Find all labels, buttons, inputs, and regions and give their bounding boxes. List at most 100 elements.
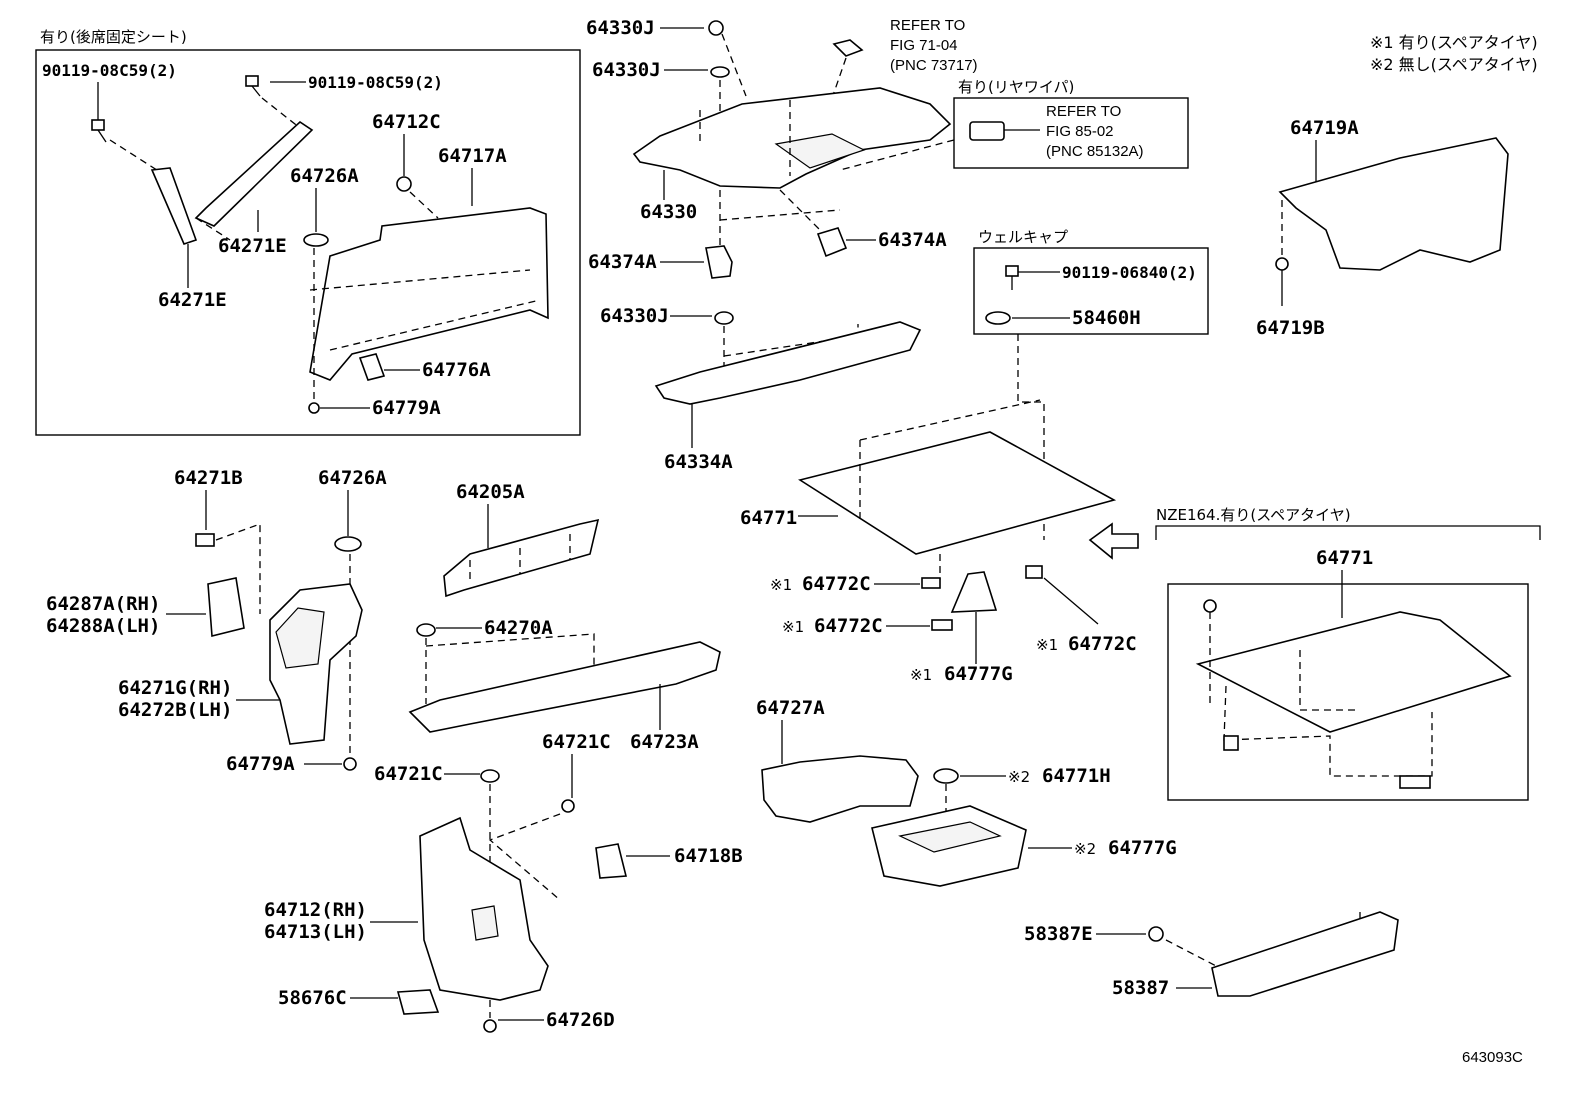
part-ref-fig85 <box>969 121 1005 141</box>
label-64726d: 64726D <box>546 1009 615 1031</box>
nze164-caption: NZE164.有り(スペアタイヤ) <box>1156 506 1351 524</box>
clip-64776a <box>358 353 386 381</box>
label-64772c-a: 64772C <box>802 573 871 595</box>
floor-mat-64771 <box>798 431 1117 555</box>
clip-64330j-c <box>714 311 734 325</box>
label-64726a-mid: 64726A <box>318 467 387 489</box>
pad-nze-b <box>1399 775 1431 789</box>
bolt-90119-06840 <box>1005 265 1019 290</box>
clip-64721c-a <box>561 799 575 813</box>
label-64271g: 64271G(RH) <box>118 677 232 699</box>
deck-board-64334a <box>654 321 922 405</box>
label-64374a-l: 64374A <box>588 251 657 273</box>
back-door-trim-64719a <box>1278 137 1509 271</box>
label-90119-08c59-a: 90119-08C59(2) <box>42 61 177 80</box>
label-64712c: 64712C <box>372 111 441 133</box>
label-90119-08c59-b: 90119-08C59(2) <box>308 73 443 92</box>
panel-64205a <box>443 518 600 598</box>
trunk-floor-64771-nze <box>1195 611 1512 777</box>
label-58676c: 58676C <box>278 987 347 1009</box>
label-64779a-mid: 64779A <box>226 753 295 775</box>
bracket-64374a-l <box>705 245 733 279</box>
box-fixed-seat-caption: 有り(後席固定シート) <box>40 28 187 46</box>
label-90119-06840: 90119-06840(2) <box>1062 263 1197 282</box>
label-64270a: 64270A <box>484 617 553 639</box>
cover-64287a <box>207 577 245 638</box>
mark2-a: ※2 <box>1008 768 1030 786</box>
pad-64772c-a <box>921 577 941 589</box>
clip-nze-a <box>1203 599 1217 613</box>
clip-64712c <box>396 176 412 192</box>
fixed-seat-group-box <box>35 49 581 436</box>
clip-64721c-b <box>480 769 500 783</box>
label-64287a: 64287A(RH) <box>46 593 160 615</box>
label-64771: 64771 <box>740 507 797 529</box>
mark1-d: ※1 <box>1036 636 1058 654</box>
pad-64772c-c <box>1025 565 1043 579</box>
bracket-64374a-r <box>816 227 848 258</box>
ref2-line1: REFER TO <box>1046 103 1121 120</box>
pad-64772c-b <box>931 619 953 631</box>
scuff-plate-58387 <box>1211 911 1399 997</box>
label-64772c-b: 64772C <box>814 615 883 637</box>
rear-wiper-caption: 有り(リヤワイパ) <box>958 78 1074 96</box>
label-64330j-b: 64330J <box>592 59 661 81</box>
clip-58387e <box>1148 926 1164 942</box>
label-64374a-r: 64374A <box>878 229 947 251</box>
well-cap-box <box>973 247 1209 335</box>
label-64776a: 64776A <box>422 359 491 381</box>
label-64272b: 64272B(LH) <box>118 699 232 721</box>
label-64288a: 64288A(LH) <box>46 615 160 637</box>
clip-64330j-a <box>708 20 724 36</box>
ref1-line2: FIG 71-04 <box>890 37 958 54</box>
nze164-bracket <box>1155 525 1541 540</box>
label-64330j-a: 64330J <box>586 17 655 39</box>
label-58387: 58387 <box>1112 977 1169 999</box>
ref1-line1: REFER TO <box>890 17 965 34</box>
seat-bracket-64271e-a <box>150 167 198 245</box>
note-spare-yes: ※1 有り(スペアタイヤ) <box>1370 33 1538 52</box>
label-64771-nze: 64771 <box>1316 547 1373 569</box>
label-64777g-b: 64777G <box>1108 837 1177 859</box>
bolt-90119-08c59-b <box>245 75 261 97</box>
label-58387e: 58387E <box>1024 923 1093 945</box>
label-64205a: 64205A <box>456 481 525 503</box>
note-spare-no: ※2 無し(スペアタイヤ) <box>1370 55 1538 74</box>
figure-id: 643093C <box>1462 1049 1523 1066</box>
clip-64779a-top <box>308 402 320 414</box>
label-64721c-a: 64721C <box>542 731 611 753</box>
ref2-line3: (PNC 85132A) <box>1046 143 1144 160</box>
well-cap-caption: ウェルキャプ <box>978 228 1068 246</box>
label-64772c-c: 64772C <box>1068 633 1137 655</box>
part-ref-fig71 <box>832 39 864 57</box>
quarter-trim-64271g <box>269 583 363 745</box>
bolt-90119-08c59-a <box>91 119 107 143</box>
label-64771h: 64771H <box>1042 765 1111 787</box>
mark1-c: ※1 <box>910 666 932 684</box>
clip-64271b <box>195 533 215 547</box>
pad-nze-a <box>1223 735 1239 751</box>
clip-64719b <box>1275 257 1289 271</box>
label-64712: 64712(RH) <box>264 899 367 921</box>
clip-64771h <box>933 768 959 784</box>
sill-plate-64723a <box>408 641 721 733</box>
quarter-trim-64712 <box>419 816 549 1001</box>
variant-arrow <box>1088 522 1139 560</box>
clip-64779a-mid <box>343 757 357 771</box>
ref2-line2: FIG 85-02 <box>1046 123 1114 140</box>
tray-64777g-b <box>871 805 1027 887</box>
jack-tray-64727a <box>761 755 919 823</box>
label-64717a: 64717A <box>438 145 507 167</box>
label-64330: 64330 <box>640 201 697 223</box>
label-64719a: 64719A <box>1290 117 1359 139</box>
label-64779a-top: 64779A <box>372 397 441 419</box>
label-64777g-a: 64777G <box>944 663 1013 685</box>
cover-64718b <box>595 843 628 879</box>
label-64726a-top: 64726A <box>290 165 359 187</box>
ref1-line3: (PNC 73717) <box>890 57 978 74</box>
label-58460h: 58460H <box>1072 307 1141 329</box>
label-64721c-b: 64721C <box>374 763 443 785</box>
label-64727a: 64727A <box>756 697 825 719</box>
rear-wiper-box <box>953 97 1189 169</box>
